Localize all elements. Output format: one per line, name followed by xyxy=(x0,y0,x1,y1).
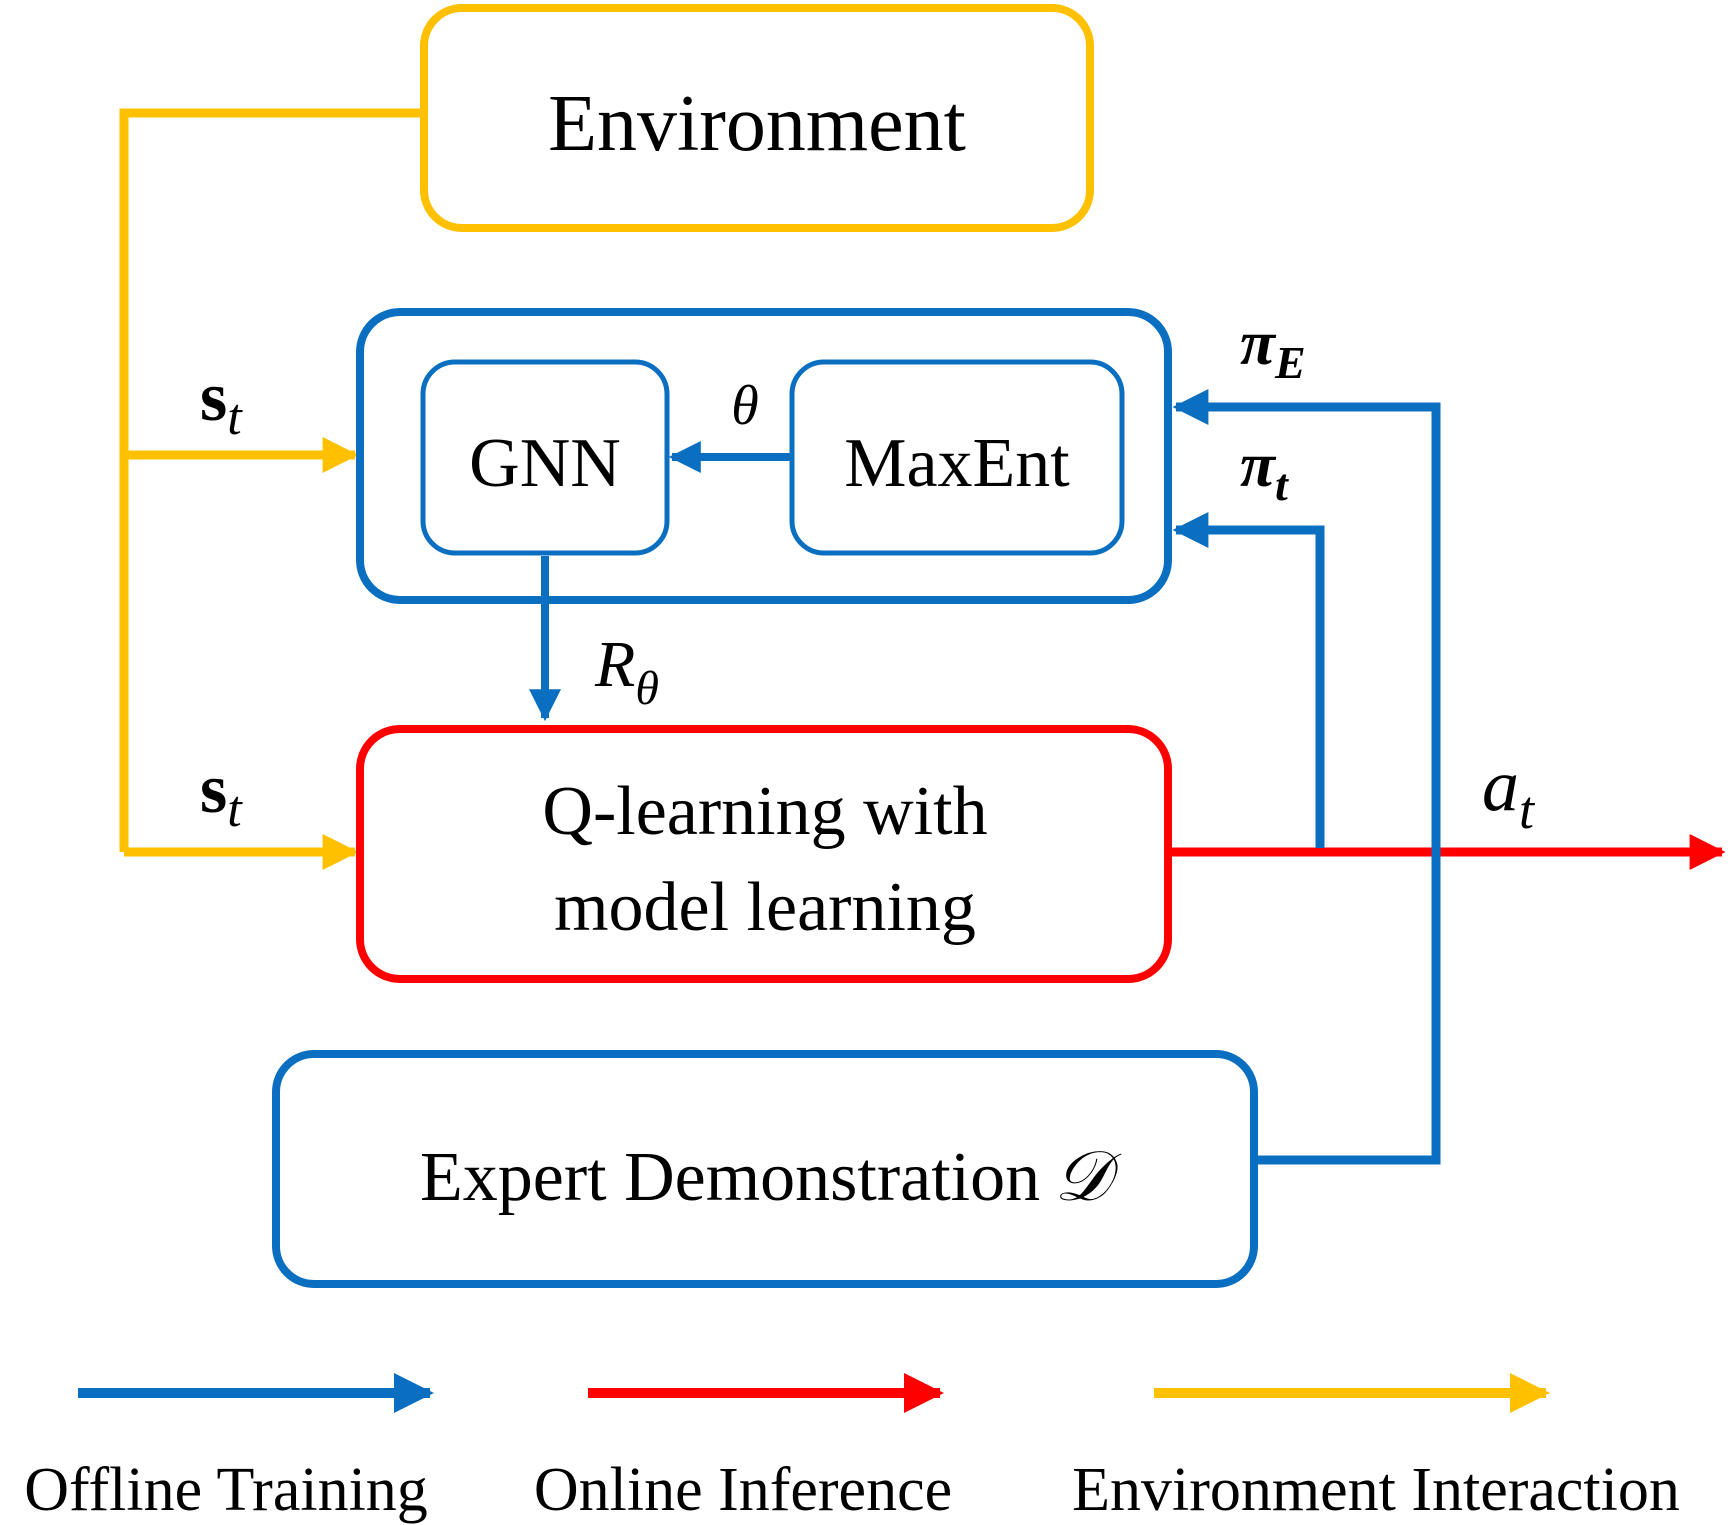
expert-text: Expert Demonstration xyxy=(420,1139,1040,1216)
gnn-box: GNN xyxy=(420,359,670,556)
qlearning-label-line2: model learning xyxy=(554,869,976,946)
legend-environment-label: Environment Interaction xyxy=(1072,1456,1680,1524)
qlearning-label-line1: Q-learning with xyxy=(542,773,987,850)
pi-t-label: πt xyxy=(1240,429,1289,510)
state-bottom-sub: t xyxy=(227,781,243,838)
action-label: at xyxy=(1482,745,1536,840)
environment-interaction-lines xyxy=(119,108,424,870)
state-label-bottom: st xyxy=(200,751,243,838)
state-label-top: st xyxy=(200,359,243,446)
theta-label: θ xyxy=(731,375,759,437)
legend-online-label: Online Inference xyxy=(534,1456,952,1524)
legend: Offline Training Online Inference Enviro… xyxy=(24,1373,1680,1524)
legend-offline-label: Offline Training xyxy=(24,1456,428,1524)
state-top-base: s xyxy=(200,359,227,436)
pi-t-base: π xyxy=(1240,429,1277,500)
pi-t-sub: t xyxy=(1275,459,1289,510)
action-sub: t xyxy=(1519,780,1536,840)
environment-box: Environment xyxy=(420,4,1094,232)
env-trunk-line xyxy=(119,108,424,852)
gnn-label: GNN xyxy=(469,425,621,502)
state-bottom-base: s xyxy=(200,751,227,828)
maxent-box: MaxEnt xyxy=(789,359,1125,556)
reward-sub: θ xyxy=(635,662,659,715)
qlearning-box: Q-learning with model learning xyxy=(356,725,1172,983)
policy-t-feedback-arrow xyxy=(1172,512,1325,848)
maxent-label: MaxEnt xyxy=(844,425,1070,502)
pi-expert-label: πE xyxy=(1240,307,1306,388)
reward-base: R xyxy=(594,628,635,701)
pi-expert-base: π xyxy=(1240,307,1277,378)
state-top-sub: t xyxy=(227,389,243,446)
reward-label: Rθ xyxy=(594,628,659,715)
environment-label: Environment xyxy=(548,80,966,168)
expert-policy-arrow xyxy=(1172,389,1441,1165)
action-base: a xyxy=(1482,745,1519,827)
pi-expert-sub: E xyxy=(1274,337,1306,388)
